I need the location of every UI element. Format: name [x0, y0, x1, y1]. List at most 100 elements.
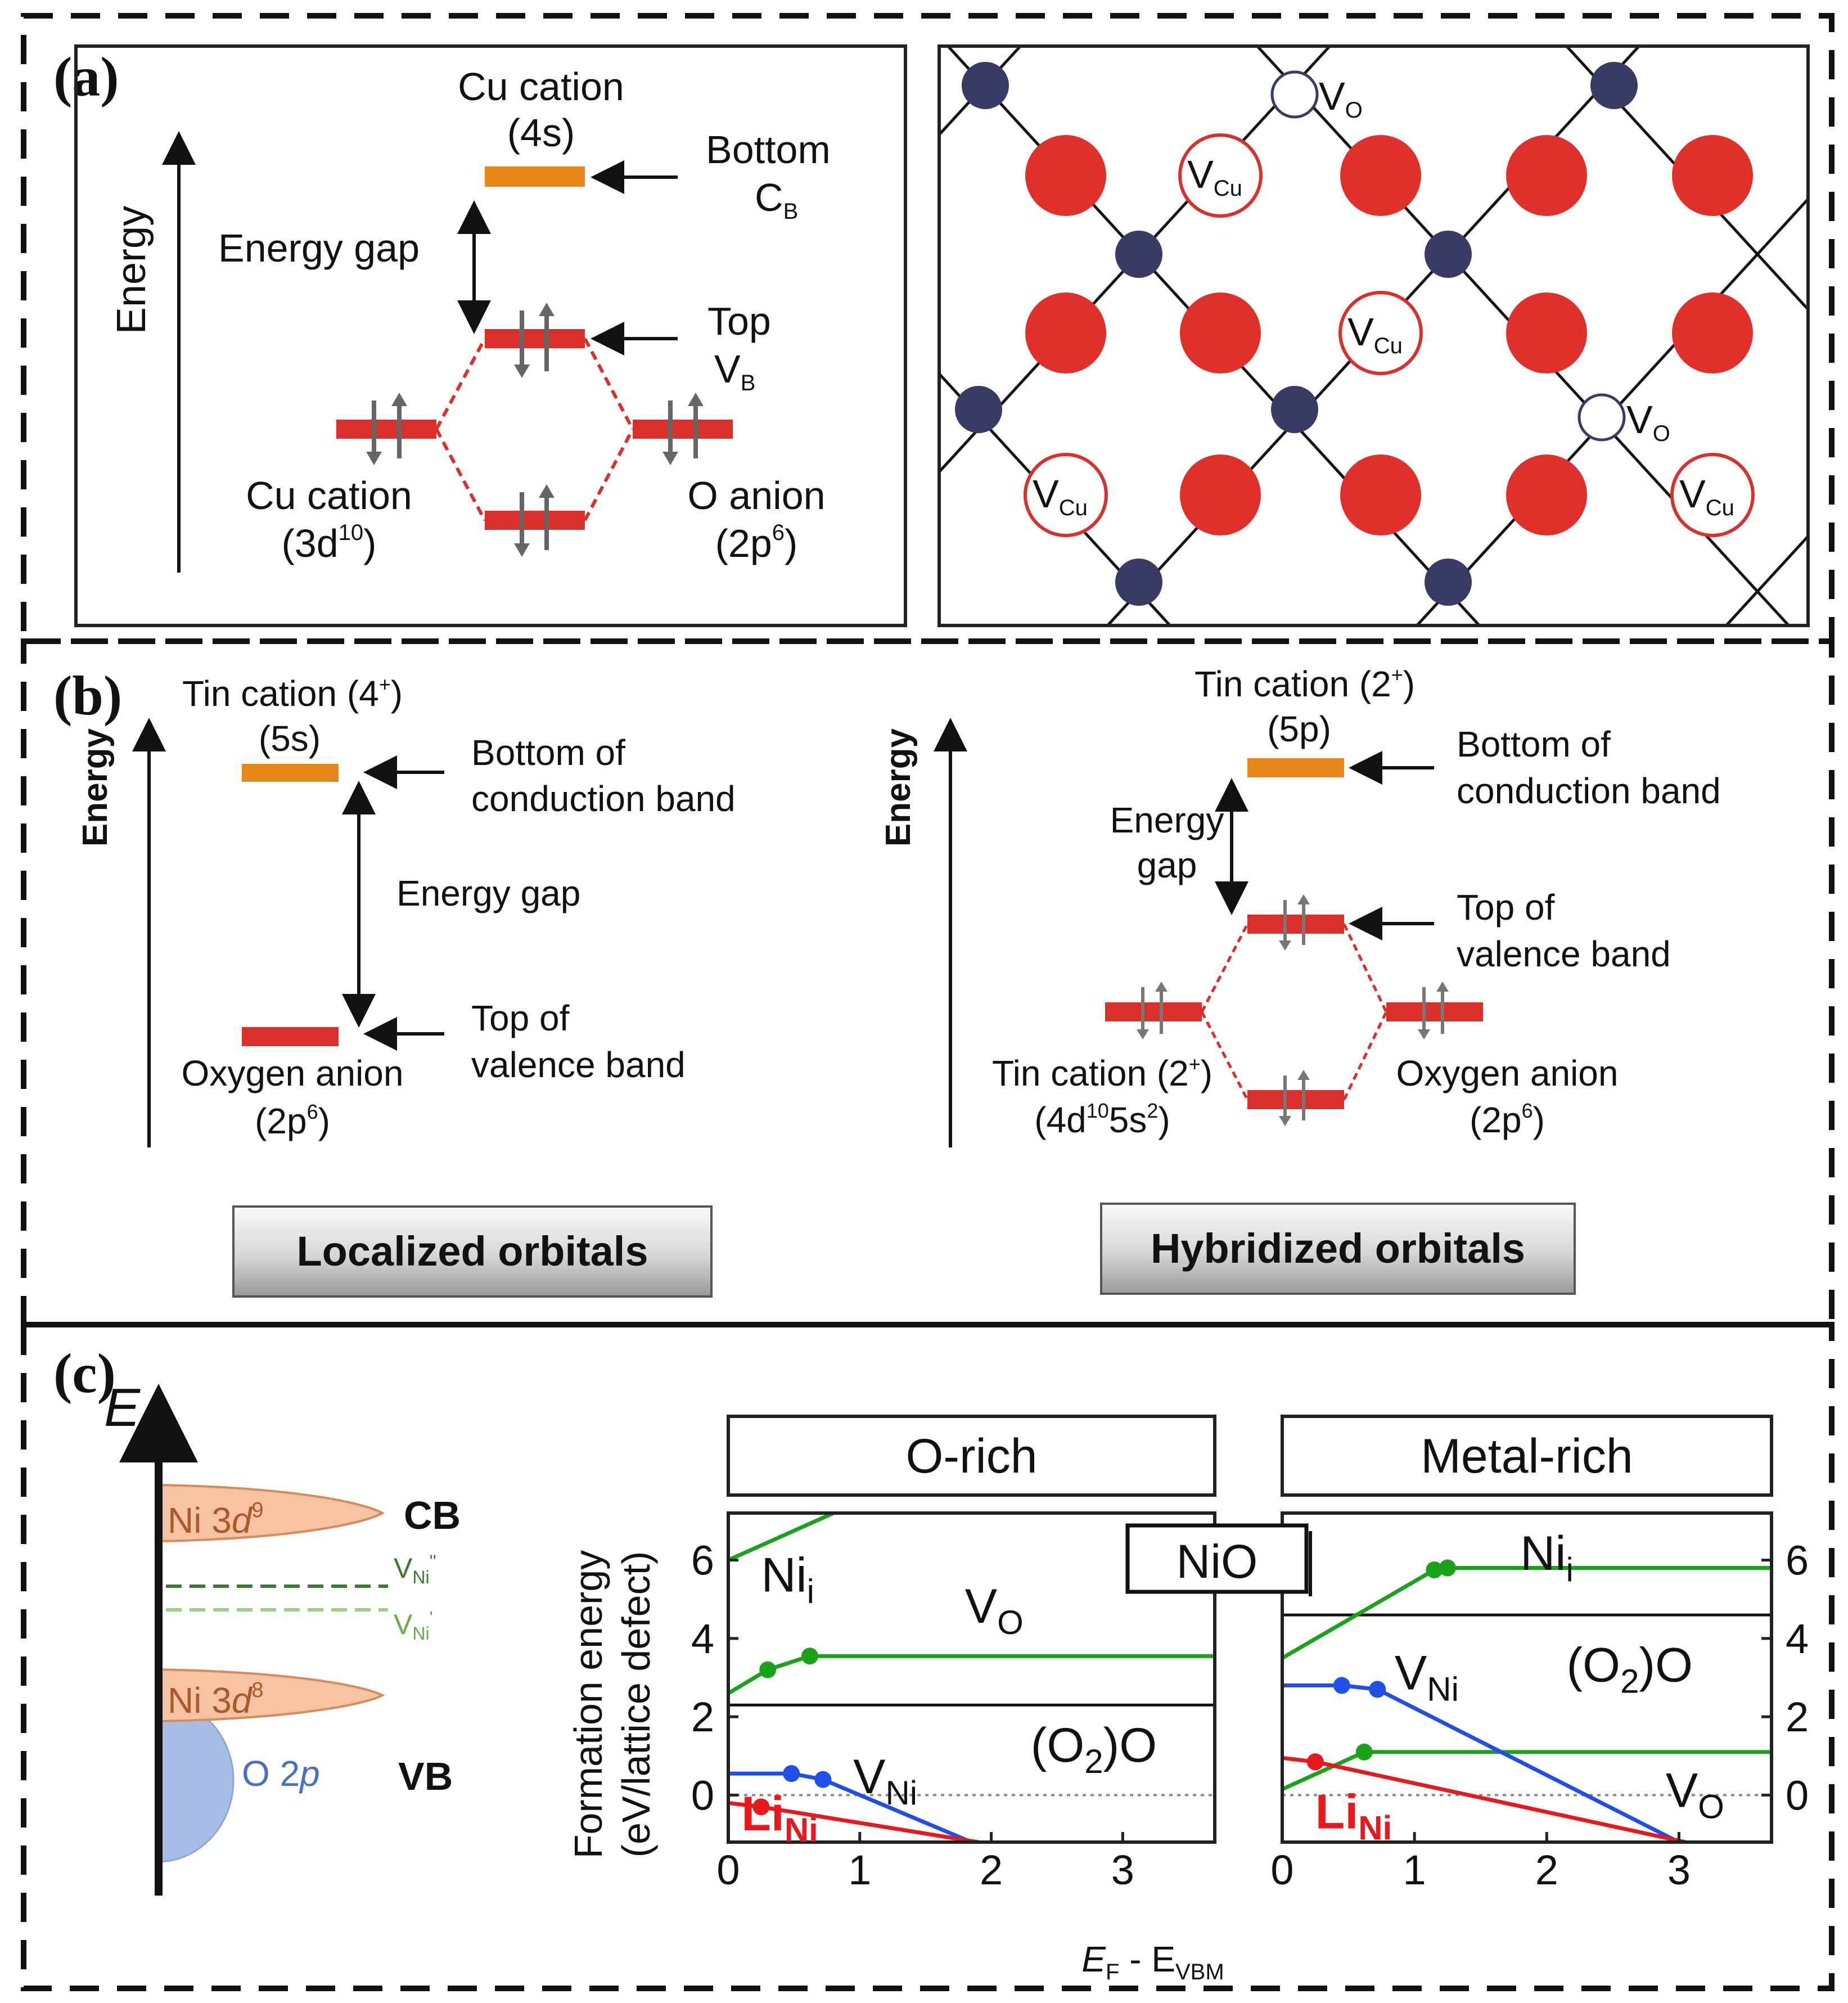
- nio-label: NiO: [1177, 1535, 1258, 1588]
- o-vacancy-label: VO: [1626, 398, 1670, 446]
- tin2-cb-bar: [1247, 758, 1344, 777]
- series-marker-V_O: [801, 1648, 818, 1665]
- x-tick-label: 2: [1535, 1847, 1558, 1893]
- hybridized-orbitals-box: [1100, 1203, 1576, 1295]
- oxygen-atom: [1180, 454, 1261, 535]
- cb-band-label: CB: [404, 1493, 461, 1537]
- tin2-spin-arrows: [1137, 894, 1449, 1126]
- cu-3d-label: (3d10): [282, 520, 377, 565]
- oxygen-atom: [1506, 135, 1587, 216]
- tin2-title: Tin cation (2+): [1195, 663, 1415, 704]
- chart-xlabel: EF - EVBM: [1081, 1939, 1224, 1984]
- o-vacancy: [1270, 70, 1319, 119]
- frame-panel-c: [21, 1322, 1835, 1991]
- ni3d8-label: Ni 3d8: [168, 1678, 264, 1721]
- x-tick-label: 0: [1270, 1847, 1293, 1893]
- bonding-level-bar: [485, 511, 585, 530]
- series-label: Nii: [1520, 1527, 1574, 1588]
- tin2-orbital: (5p): [1267, 709, 1331, 749]
- vb-band-label: VB: [398, 1754, 453, 1798]
- localized-orbitals-label: Localized orbitals: [296, 1228, 648, 1275]
- cb-level-bar: [485, 166, 585, 187]
- cu-vacancy: [1178, 133, 1263, 218]
- cu-vacancy-label: VCu: [1033, 472, 1088, 520]
- tin4-oxygen-2p: (2p6): [255, 1100, 330, 1141]
- tin2-cb-line1: Bottom of: [1457, 724, 1611, 764]
- series-marker-Ni_i: [1426, 1561, 1443, 1578]
- chart-panel-title: O-rich: [905, 1429, 1037, 1483]
- cu-vacancy-label: VCu: [1679, 472, 1734, 520]
- x-tick-label: 1: [848, 1847, 871, 1893]
- copper-atom: [1115, 231, 1162, 278]
- y-tick-label: 4: [1786, 1615, 1809, 1662]
- panel-c: (c) E Ni 3d9 CB VNi'' VNi' Ni 3d8 O 2p V…: [53, 1342, 1809, 1984]
- chart-plot-frame: [727, 1511, 1216, 1844]
- cu-cation-top-label: Cu cation: [458, 65, 624, 109]
- chart-panel-title-box: [727, 1415, 1216, 1497]
- dashed-frames: [21, 13, 1835, 1991]
- y-tick-label: 6: [1786, 1537, 1809, 1584]
- chart-panel-title: Metal-rich: [1421, 1429, 1633, 1483]
- panel-b-tag: (b): [53, 664, 122, 727]
- band-e-label: E: [104, 1378, 141, 1438]
- series-marker-Li_Ni: [752, 1798, 770, 1816]
- panel-c-tag: (c): [53, 1342, 116, 1405]
- y-tick-label: 2: [691, 1694, 714, 1740]
- cu-3d-level-bar: [336, 420, 436, 439]
- tin4-gap-label: Energy gap: [396, 873, 580, 913]
- tin4-vb-line1: Top of: [471, 998, 570, 1038]
- bottom-label: Bottom: [706, 128, 831, 172]
- series-label: VO: [965, 1579, 1024, 1641]
- cu-vacancy: [1338, 291, 1423, 375]
- series-marker-V_O: [1355, 1743, 1373, 1761]
- lattice-bond: [941, 48, 1021, 135]
- chart-ylabel-line1: Formation energy: [566, 1550, 610, 1859]
- series-marker-Ni_i: [1439, 1559, 1456, 1577]
- y-tick-label: 0: [691, 1772, 714, 1819]
- series-label: Nii: [761, 1548, 814, 1610]
- o-vacancy: [1577, 393, 1626, 442]
- x-tick-label: 0: [716, 1847, 740, 1893]
- oxygen-atom: [1506, 454, 1587, 535]
- cu-vacancy-label: VCu: [1187, 152, 1242, 201]
- oxygen-atom: [1025, 135, 1106, 216]
- tin2-low-title: Tin cation (2+): [992, 1052, 1213, 1093]
- tin4-vb-line2: valence band: [471, 1045, 686, 1085]
- copper-atom: [1115, 559, 1162, 606]
- vb-label: VB: [714, 347, 755, 395]
- o2p-band: [156, 1698, 235, 1863]
- series-label: VO: [1666, 1763, 1724, 1825]
- energy-gap-label: Energy gap: [218, 226, 420, 270]
- series-marker-V_Ni: [814, 1771, 832, 1788]
- x-tick-label: 2: [980, 1847, 1003, 1893]
- o-anion-label: O anion: [687, 474, 825, 517]
- panel-b-left-energy-label: Energy: [76, 728, 115, 847]
- oxygen-atom: [1506, 292, 1587, 373]
- copper-atom: [1271, 386, 1318, 433]
- oxygen-atom: [1340, 454, 1421, 535]
- y-tick-label: 6: [691, 1537, 714, 1584]
- series-label: VNi: [853, 1750, 917, 1812]
- tin2-cation-level-bar: [1105, 1002, 1202, 1021]
- series-line-Ni_i: [728, 1513, 835, 1562]
- lattice-bond: [1725, 535, 1806, 624]
- oxygen-atom: [1672, 135, 1753, 216]
- lattice-bond: [1416, 199, 1806, 624]
- tin2-low-config: (4d105s2): [1034, 1099, 1170, 1140]
- series-line-V_Ni: [728, 1771, 972, 1842]
- tin2-gap-line2: gap: [1137, 845, 1197, 885]
- panel-a-lattice-box: [937, 44, 1810, 627]
- tin2-gap-line1: Energy: [1110, 800, 1224, 840]
- top-label: Top: [707, 299, 771, 343]
- copper-atom: [955, 386, 1002, 433]
- x-tick-label: 3: [1667, 1847, 1691, 1893]
- tin2-vb-line1: Top of: [1457, 887, 1555, 928]
- chart-plot-frame: [1281, 1511, 1773, 1844]
- series-marker-V_Ni: [1369, 1681, 1386, 1698]
- series-label: VNi: [1395, 1646, 1459, 1708]
- o2p-label: O 2p: [242, 1753, 320, 1794]
- tin4-cb-line1: Bottom of: [471, 732, 625, 773]
